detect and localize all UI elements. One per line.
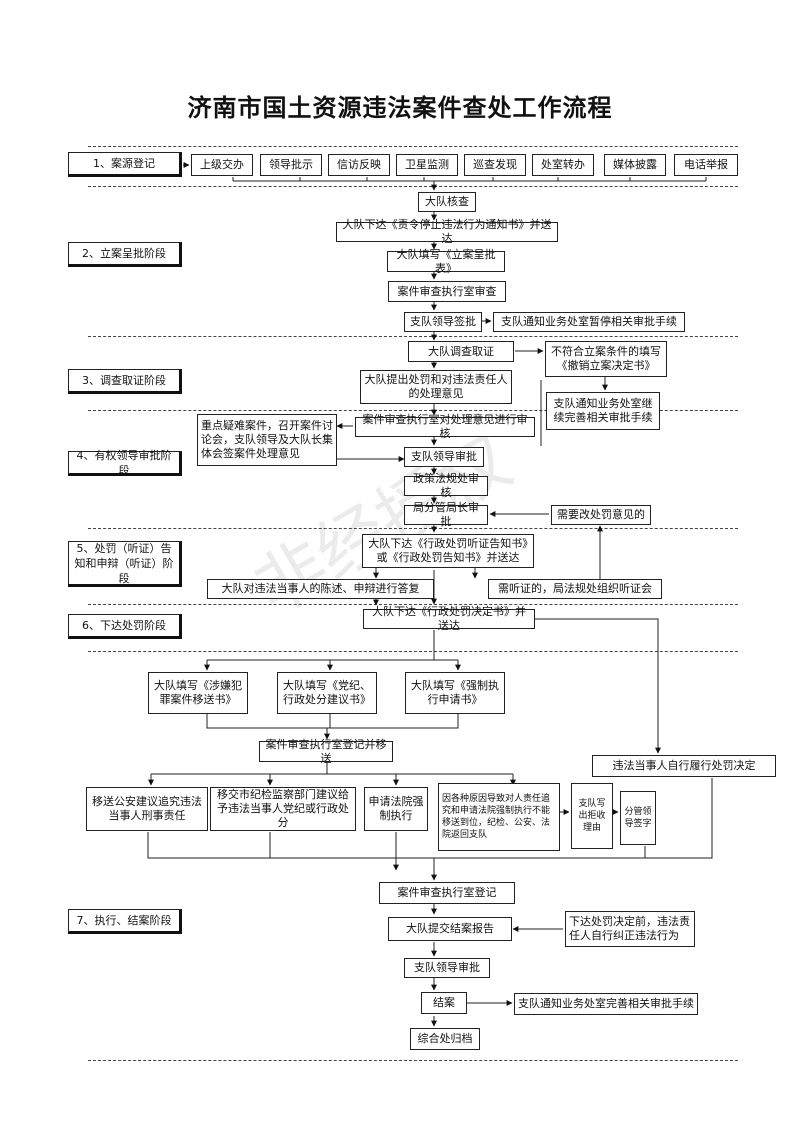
stage-label-6: 6、下达处罚阶段	[68, 614, 182, 639]
stage-label-1: 1、案源登记	[68, 152, 182, 177]
stage-divider	[88, 410, 738, 411]
box-leader-approve: 支队领导审批	[404, 447, 484, 467]
box-investigate: 大队调查取证	[408, 341, 514, 362]
box-bureau-approve: 局分管局长审批	[404, 501, 488, 528]
box-change-opinion: 需要改处罚意见的	[551, 505, 651, 525]
box-review: 案件审查执行室审查	[388, 281, 506, 302]
box-close-report: 大队提交结案报告	[388, 917, 512, 941]
stage-label-3: 3、调查取证阶段	[68, 369, 182, 394]
stage-label-7: 7、执行、结案阶段	[68, 909, 182, 934]
source-box: 处室转办	[532, 154, 594, 176]
stage-divider	[88, 186, 738, 187]
box-audit-opinion: 案件审查执行室对处理意见进行审核	[355, 413, 535, 440]
stage-divider	[88, 146, 738, 147]
box-register-transfer: 案件审查执行室登记并移送	[259, 738, 393, 765]
box-close-case: 结案	[421, 992, 467, 1014]
box-self-perform: 违法当事人自行履行处罚决定	[592, 755, 776, 777]
source-box: 上级交办	[191, 154, 253, 176]
box-sign: 支队领导签批	[404, 312, 482, 332]
source-box: 领导批示	[260, 154, 322, 176]
box-return: 因各种原因导致对人责任追究和申请法院强制执行不能移送到位，纪检、公安、法院返回支…	[438, 783, 560, 851]
box-notify-suspend: 支队通知业务处室暂停相关审批手续	[493, 312, 685, 332]
box-verify: 大队核查	[418, 192, 476, 212]
box-court: 申请法院强制执行	[364, 787, 428, 831]
stage-divider	[88, 604, 738, 605]
box-filing-form: 大队填写《立案呈批表》	[387, 248, 505, 275]
stage-divider	[88, 336, 738, 337]
box-final-approve: 支队领导审批	[404, 958, 490, 978]
box-crime-transfer: 大队填写《涉嫌犯罪案件移送书》	[148, 672, 248, 714]
stage-label-4: 4、有权领导审批阶段	[68, 449, 182, 477]
source-box: 信访反映	[328, 154, 390, 176]
box-reply: 大队对违法当事人的陈述、申辩进行答复	[207, 579, 434, 599]
box-notify-finish: 支队通知业务处室完善相关审批手续	[514, 993, 698, 1015]
box-discipline-transfer: 移交市纪检监察部门建议给予违法当事人党纪或行政处分	[210, 787, 356, 831]
box-major-case: 重点疑难案件，召开案件讨论会，支队领导及大队长集体会签案件处理意见	[197, 414, 337, 466]
page-title: 济南市国土资源违法案件查处工作流程	[187, 93, 613, 122]
box-policy-review: 政策法规处审核	[404, 472, 488, 499]
source-box: 巡查发现	[464, 154, 526, 176]
box-archive: 综合处归档	[410, 1028, 480, 1050]
box-propose: 大队提出处罚和对违法责任人的处理意见	[360, 370, 512, 404]
box-refuse: 支队写出拒收理由	[571, 783, 613, 849]
box-revoke: 不符合立案条件的填写《撤销立案决定书》	[545, 341, 667, 377]
stage-label-2: 2、立案呈批阶段	[68, 242, 182, 267]
box-stop-order: 大队下达《责令停止违法行为通知书》并送达	[336, 218, 558, 245]
stage-label-5: 5、处罚（听证）告知和申辩（听证）阶段	[68, 541, 182, 587]
stage-divider	[88, 651, 738, 652]
box-decision: 大队下达《行政处罚决定书》并送达	[363, 605, 535, 632]
box-chief-sign: 分管领导签字	[620, 791, 656, 845]
box-self-corrected: 下达处罚决定前，违法责任人自行纠正违法行为	[565, 911, 695, 947]
box-enforce-application: 大队填写《强制执行申请书》	[405, 672, 505, 714]
source-box: 媒体披露	[604, 154, 666, 176]
stage-divider	[88, 528, 738, 529]
box-police-transfer: 移送公安建议追究违法当事人刑事责任	[86, 787, 208, 831]
source-box: 电话举报	[674, 154, 738, 176]
source-box: 卫星监测	[396, 154, 458, 176]
box-hearing-notice: 大队下达《行政处罚听证告知书》或《行政处罚告知书》并送达	[362, 534, 534, 568]
stage-divider	[88, 1060, 738, 1061]
box-notify-complete: 支队通知业务处室继续完善相关审批手续	[546, 392, 660, 430]
box-hearing-org: 需听证的，局法规处组织听证会	[488, 579, 662, 599]
box-discipline-suggest: 大队填写《党纪、行政处分建议书》	[277, 672, 377, 714]
box-register: 案件审查执行室登记	[379, 882, 515, 904]
